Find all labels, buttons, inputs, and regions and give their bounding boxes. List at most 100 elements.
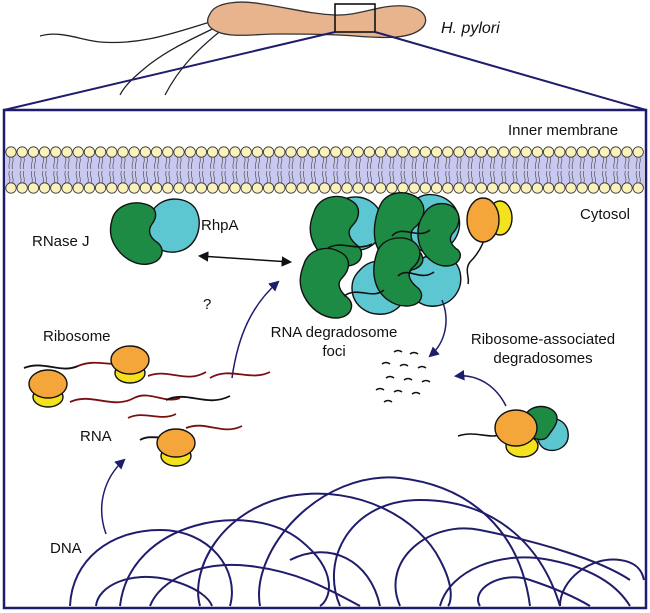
lipid-head-bottom [464,182,476,194]
lipid-tail [146,156,148,170]
lipid-tail [134,170,137,184]
lipid-tail [467,170,470,184]
lipid-tail [594,170,596,184]
lipid-tail [11,156,14,170]
lipid-head-top [27,146,40,158]
lipid-tails [8,156,641,184]
lipid-tail [546,170,548,184]
lipid-head-bottom [453,182,465,194]
lipid-tail [616,156,619,170]
lipid-heads-bottom [5,182,644,194]
lipid-tail [557,156,560,170]
dna-tangle [69,476,645,607]
lipid-tail [459,156,462,170]
lipid-head-bottom [61,182,73,194]
lipid-tail [526,156,529,170]
lipid-tail [67,156,70,170]
lipid-tail [347,156,350,170]
lipid-tail [370,156,372,170]
lipid-tail [381,170,384,184]
flagellum-1 [39,15,233,44]
lipid-head-bottom [341,182,353,194]
ribosome-label: Ribosome [43,328,111,345]
lipid-tail [414,170,417,184]
lipid-tail [624,170,627,184]
lipid-tail [434,170,436,184]
ribosome-large-subunit [156,428,196,458]
lipid-head-bottom [285,182,297,194]
lipid-heads-top [5,146,644,158]
lipid-tail [210,156,212,170]
lipid-head-bottom [486,182,499,194]
lipid-tail [490,156,492,170]
lipid-tail [392,170,395,184]
lipid-tail [414,156,417,170]
lipid-head-top [128,146,140,158]
lipid-tail [358,170,361,184]
lipid-tail [221,156,224,170]
lipid-tail [11,170,14,184]
ribosome-degradosome-arrow [453,370,507,407]
lipid-head-bottom [408,182,420,194]
lipid-head-bottom [173,182,185,194]
lipid-tail [213,156,216,170]
lipid-tail [594,156,596,170]
lipid-head-top [587,146,600,158]
lipid-tail [568,156,571,170]
lipid-head-bottom [475,182,487,194]
lipid-tail [381,156,384,170]
lipid-head-top [16,146,28,158]
lipid-tail [176,156,179,170]
lipid-head-bottom [229,182,241,194]
inner-membrane [5,146,644,194]
lipid-tail [45,170,48,184]
lipid-head-bottom [195,182,207,194]
rna-strand [147,371,207,378]
lipid-head-bottom [240,182,252,194]
foci-label-line1: RNA degradosome [270,324,398,341]
lipid-tail [310,156,313,170]
lipid-tail [210,170,212,184]
lipid-head-top [453,146,465,158]
lipid-head-bottom [442,182,454,194]
lipid-tail [579,170,582,184]
lipid-head-bottom [363,182,375,194]
lipid-head-top [318,146,331,158]
lipid-tail [246,170,249,184]
lipid-tail [378,156,380,170]
foci-to-fragments-arrow [428,299,447,358]
lipid-tail [86,156,89,170]
lipid-head-bottom [576,182,588,194]
lipid-head-top [430,146,443,158]
lipid-head-bottom [330,182,342,194]
lipid-tail [459,170,462,184]
lipid-tail [30,170,33,184]
lipid-tail [243,156,246,170]
lipid-tail [482,156,484,170]
lipid-head-bottom [587,182,600,194]
lipid-tail [512,156,515,170]
lipid-head-bottom [430,182,443,194]
lipid-tail [370,170,372,184]
lipid-head-bottom [598,182,611,194]
lipid-tail [366,170,369,184]
lipid-head-bottom [16,182,28,194]
lipid-tail [523,170,526,184]
lipid-tail [310,170,313,184]
lipid-tail [582,170,585,184]
lipid-tail [333,156,336,170]
lipid-tail [501,170,504,184]
rna-strand [127,413,177,419]
lipid-head-bottom [38,182,51,194]
lipid-tail [470,170,473,184]
lipid-tail [198,156,201,170]
exchange-arrow [197,251,293,267]
lipid-tail [86,170,89,184]
lipid-tail [403,156,406,170]
question-mark: ? [203,296,212,313]
lipid-tail [568,170,571,184]
lipid-tail [123,156,126,170]
lipid-tail [336,156,339,170]
foci-rna-strand-1 [327,243,373,249]
lipid-tail [314,170,316,184]
